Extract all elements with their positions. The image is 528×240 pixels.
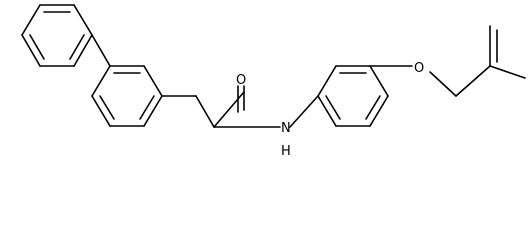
phenylene-ring (91, 65, 163, 127)
double-bond-inner (99, 95, 115, 120)
bond (21, 4, 41, 36)
bond (21, 34, 41, 67)
phenyl-ring (21, 4, 93, 67)
carbonyl-oxygen-label: O (236, 73, 246, 88)
chemical-structure-diagram: O N H O (21, 4, 526, 159)
biaryl-bond (91, 34, 111, 67)
bond (91, 65, 111, 97)
carbonyl-bond (213, 91, 245, 128)
bond (91, 95, 111, 127)
bond (369, 65, 389, 97)
bond (143, 65, 163, 97)
double-bond-inner (325, 95, 341, 120)
c-methyl-bond (489, 65, 526, 79)
bond (73, 4, 93, 36)
bond (143, 95, 163, 127)
amide-hydrogen-label: H (281, 144, 291, 159)
amide-nitrogen-label: N (281, 121, 291, 136)
bond (73, 34, 93, 67)
double-bond-inner (365, 95, 381, 120)
double-bond-inner (69, 34, 85, 60)
bond (317, 65, 337, 97)
ether-oxygen-label: O (414, 61, 424, 76)
o-ch2-bond (429, 71, 457, 97)
double-bond-inner (29, 34, 45, 60)
double-bond-inner (139, 95, 155, 120)
phenoxy-ring (317, 65, 389, 127)
bond (317, 95, 337, 127)
ch2-c-bond (455, 65, 491, 97)
bond (369, 95, 389, 127)
n-aryl-bond (289, 95, 319, 128)
ch2-carbonyl-bond (195, 95, 215, 128)
